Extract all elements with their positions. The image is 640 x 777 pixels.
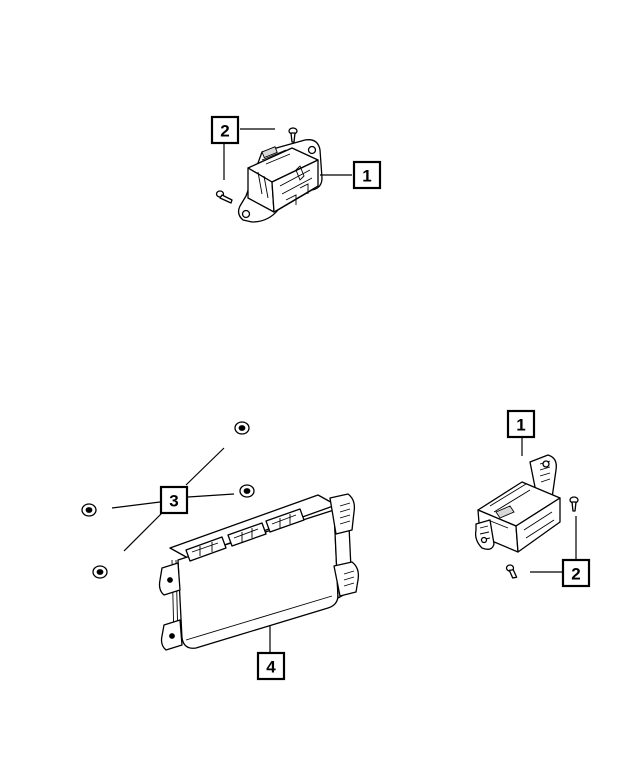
callout-1-right: 1	[506, 409, 536, 439]
callout-1-right-label: 1	[516, 416, 525, 435]
callout-4: 4	[256, 651, 286, 681]
large-module-drawing	[158, 493, 360, 651]
right-module-drawing	[474, 454, 561, 553]
nut-bottom	[92, 565, 108, 579]
top-screw-left	[215, 190, 233, 204]
nut-left	[81, 503, 97, 517]
top-screw-right	[288, 127, 298, 143]
callout-3-label: 3	[169, 492, 178, 511]
callout-1-top-label: 1	[362, 167, 371, 186]
callout-2-right-label: 2	[571, 565, 580, 584]
callout-4-label: 4	[266, 658, 276, 677]
right-screw-upper	[569, 496, 579, 512]
top-assembly	[215, 127, 352, 223]
nut-right	[239, 484, 255, 498]
callout-2-top-label: 2	[220, 122, 229, 141]
callout-2-right: 2	[561, 558, 591, 588]
top-module-drawing	[237, 139, 323, 223]
callout-1-top: 1	[352, 160, 382, 190]
lower-right-assembly	[474, 436, 579, 579]
lower-left-assembly	[81, 421, 360, 652]
callout-3: 3	[159, 485, 189, 515]
nut-top	[234, 421, 250, 435]
callout-2-top: 2	[210, 115, 240, 145]
right-screw-lower	[505, 564, 518, 579]
